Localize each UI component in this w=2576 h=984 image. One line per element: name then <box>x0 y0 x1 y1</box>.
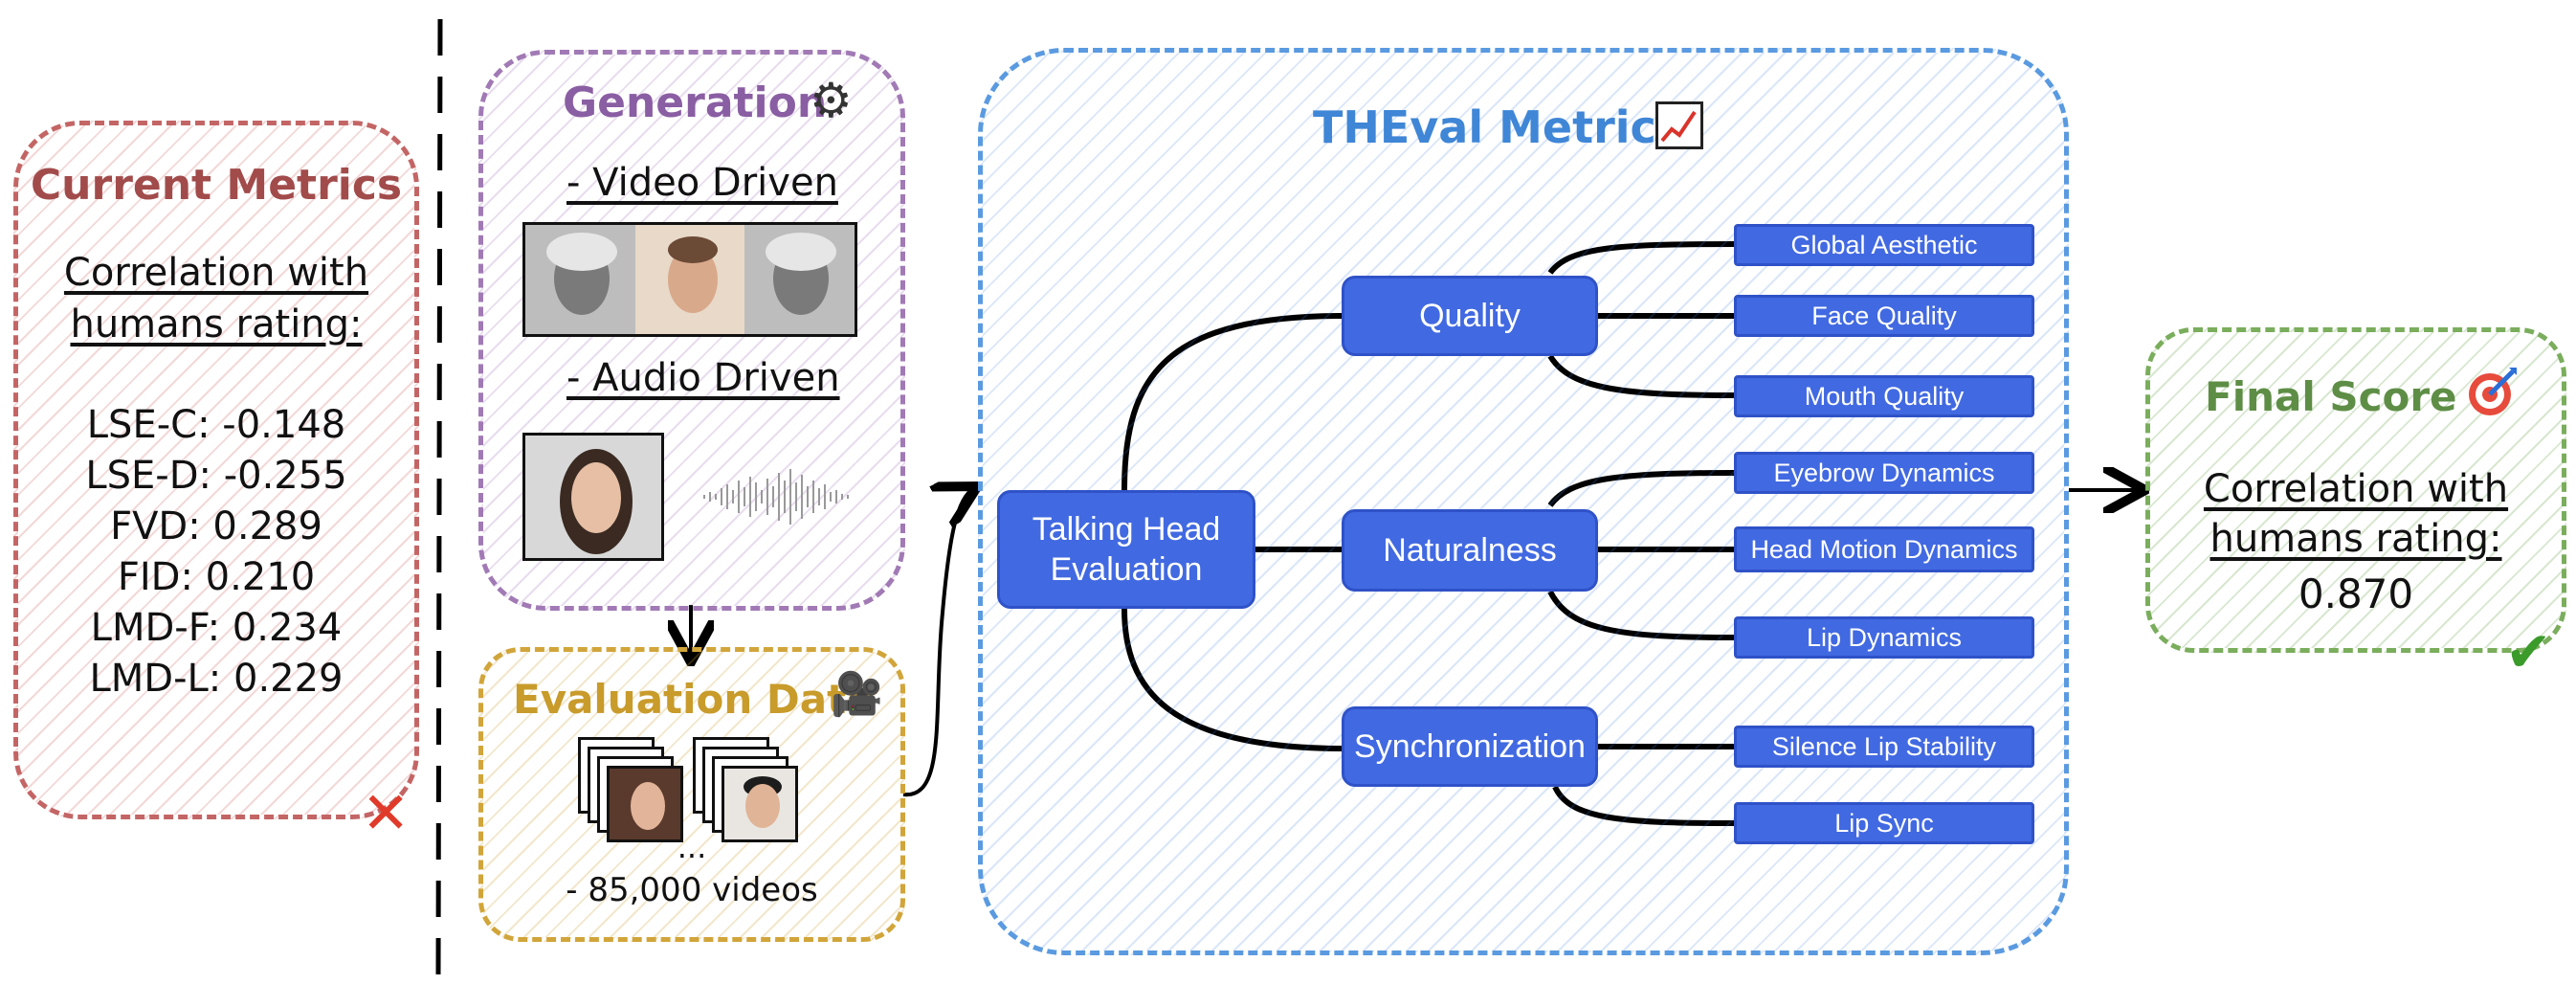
metric-fvd: FVD: 0.289 <box>110 504 322 548</box>
leaf-global-aesthetic: Global Aesthetic <box>1734 224 2034 266</box>
audio-driven-portrait <box>522 433 664 561</box>
audio-waveform-icon <box>703 469 849 525</box>
leaf-lip-sync: Lip Sync <box>1734 802 2034 844</box>
video-stack-1 <box>578 737 693 842</box>
edge-quality-global <box>1547 241 1735 275</box>
metric-lmd-l: LMD-L: 0.229 <box>89 657 344 701</box>
theval-title: THEval Metrics <box>1313 101 1683 153</box>
generation-title: Generation <box>563 78 828 127</box>
leaf-face-quality: Face Quality <box>1734 295 2034 337</box>
edge-sync-lipsync <box>1552 785 1735 826</box>
evaluation-data-panel <box>478 647 905 942</box>
leaf-head-motion-dynamics: Head Motion Dynamics <box>1734 526 2034 572</box>
separator-dashed-line <box>435 18 443 977</box>
video-stack-2 <box>693 737 808 842</box>
leaf-mouth-quality: Mouth Quality <box>1734 375 2034 417</box>
edge-root-quality <box>1121 313 1345 491</box>
leaf-silence-lip-stability: Silence Lip Stability <box>1734 726 2034 768</box>
node-synchronization: Synchronization <box>1342 706 1598 787</box>
video-driven-strip <box>522 222 857 337</box>
target-icon <box>2465 366 2519 419</box>
cross-mark-icon: ✕ <box>362 780 411 847</box>
edge-root-synchronization <box>1121 608 1345 751</box>
current-corr-line1: Correlation with <box>63 251 369 295</box>
video-frame-result <box>744 225 855 334</box>
gear-icon: ⚙ <box>810 73 853 128</box>
leaf-eyebrow-dynamics: Eyebrow Dynamics <box>1734 452 2034 494</box>
video-frame-driver <box>634 225 745 334</box>
evaluation-video-count: - 85,000 videos <box>566 871 818 909</box>
final-corr-line2: humans rating: <box>2210 517 2502 561</box>
current-metrics-title: Current Metrics <box>30 161 403 210</box>
final-score-title: Final Score <box>2205 373 2457 420</box>
video-driven-label: - Video Driven <box>566 161 838 205</box>
metric-lse-c: LSE-C: -0.148 <box>86 403 346 447</box>
evaluation-ellipsis: ... <box>677 829 707 865</box>
node-quality: Quality <box>1342 276 1598 356</box>
metric-fid: FID: 0.210 <box>117 555 316 599</box>
metric-lse-d: LSE-D: -0.255 <box>85 454 347 498</box>
edge-nat-lip <box>1547 590 1735 640</box>
metric-lmd-f: LMD-F: 0.234 <box>90 606 343 650</box>
film-projector-icon: 🎥 <box>831 670 883 719</box>
check-mark-icon: ✔ <box>2505 619 2552 684</box>
chart-increasing-icon <box>1655 101 1703 149</box>
video-frame-source <box>525 225 635 334</box>
audio-driven-label: - Audio Driven <box>566 356 840 400</box>
evaluation-data-title: Evaluation Data <box>513 676 874 723</box>
current-metrics-panel <box>13 121 419 819</box>
node-naturalness: Naturalness <box>1342 509 1598 592</box>
edge-nat-eyebrow <box>1547 470 1735 507</box>
final-corr-line1: Correlation with <box>2203 467 2509 511</box>
edge-quality-mouth <box>1547 354 1735 398</box>
final-score-value: 0.870 <box>2298 570 2414 617</box>
node-talking-head-evaluation: Talking Head Evaluation <box>997 490 1255 609</box>
leaf-lip-dynamics: Lip Dynamics <box>1734 616 2034 659</box>
current-corr-line2: humans rating: <box>70 302 363 347</box>
arrow-evaluation-to-theval <box>902 488 974 797</box>
current-metrics-list: LSE-C: -0.148 LSE-D: -0.255 FVD: 0.289 F… <box>13 400 419 704</box>
